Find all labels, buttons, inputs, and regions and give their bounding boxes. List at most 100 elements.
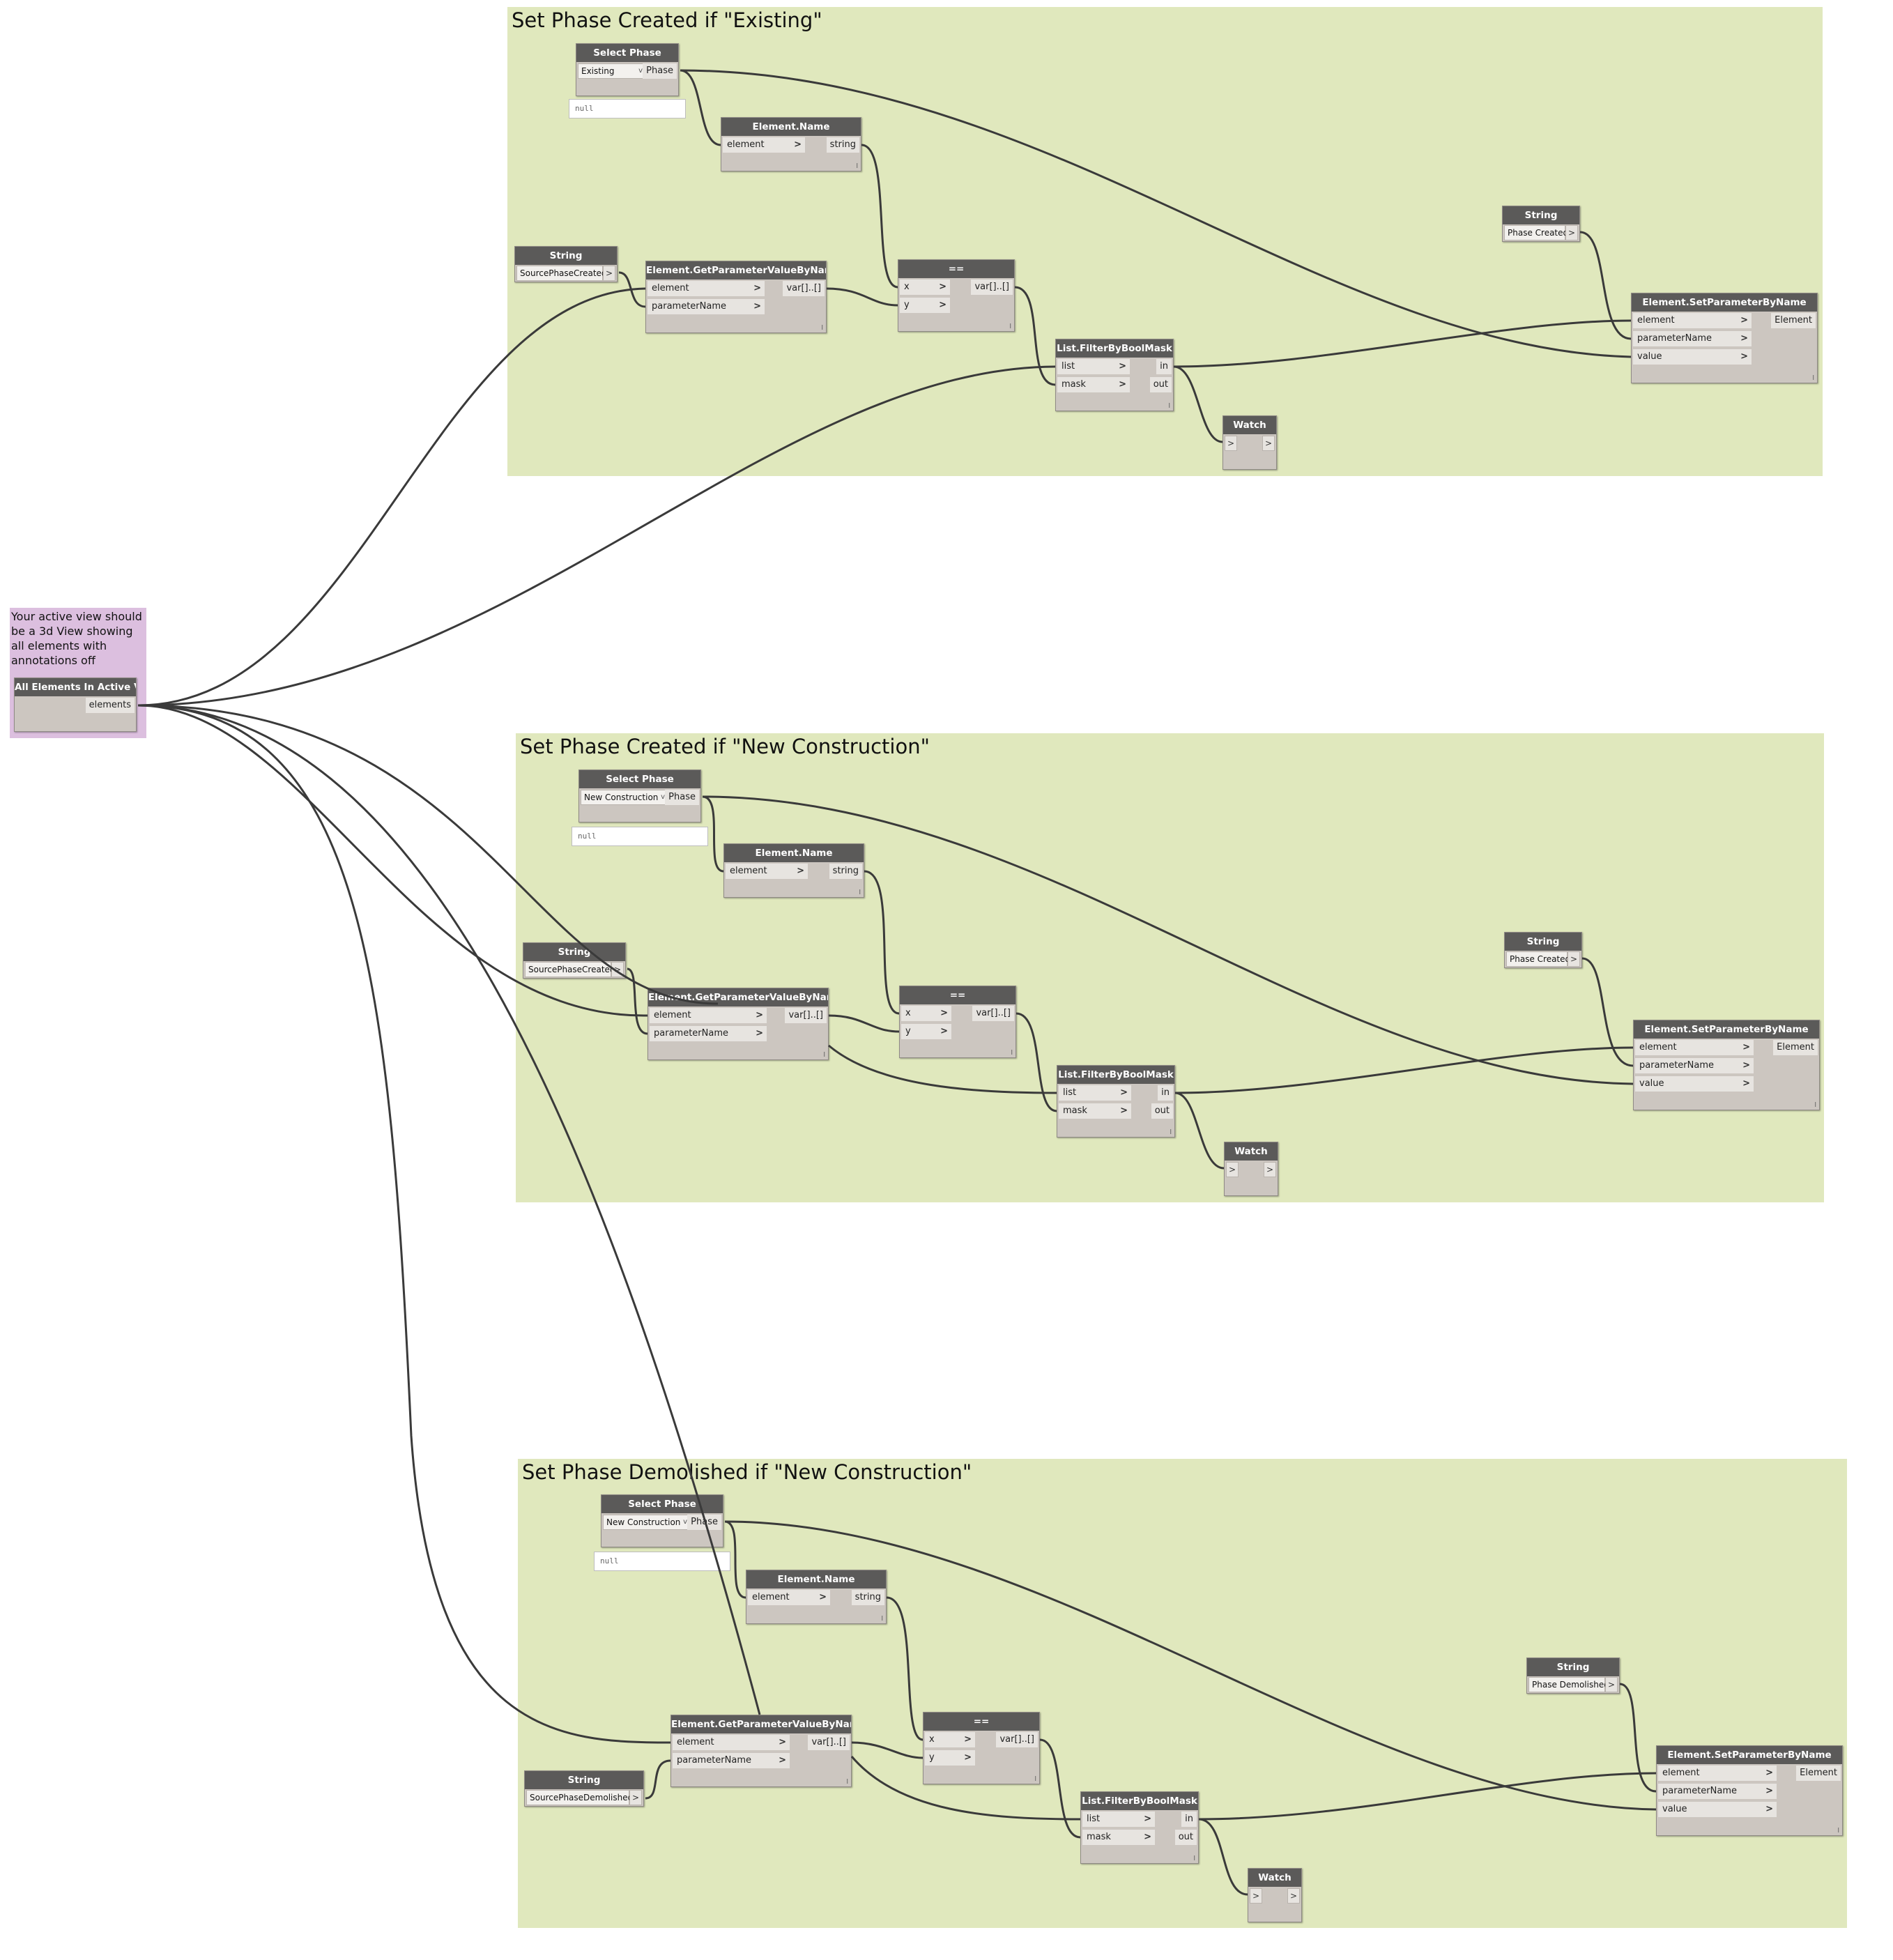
equals-node[interactable]: == x> y> var[]..[] l [899, 986, 1016, 1058]
string-node[interactable]: String Phase Demolished > [1526, 1657, 1620, 1694]
output-port-string[interactable]: string [851, 1590, 884, 1605]
output-port-out[interactable]: out [1151, 1103, 1173, 1119]
phase-dropdown[interactable]: New Construction v [603, 1515, 691, 1530]
output-port-phase[interactable]: Phase [687, 1515, 721, 1530]
input-port-mask[interactable]: mask> [1082, 1830, 1155, 1845]
string-value[interactable]: SourcePhaseCreated [516, 266, 607, 281]
output-port-var[interactable]: var[]..[] [971, 280, 1013, 295]
input-port-element[interactable]: element> [723, 137, 805, 153]
watch-node[interactable]: Watch > > [1248, 1868, 1302, 1922]
input-port-element[interactable]: element> [1658, 1766, 1777, 1781]
input-port-value[interactable]: value> [1658, 1802, 1777, 1817]
string-node[interactable]: String Phase Created > [1502, 206, 1580, 242]
output-port-var[interactable]: var[]..[] [996, 1732, 1038, 1747]
input-port-element[interactable]: element> [726, 864, 808, 879]
watch-input-port[interactable]: > [1250, 1888, 1262, 1904]
output-port-element[interactable]: Element [1771, 313, 1816, 328]
watch-node[interactable]: Watch > > [1224, 1142, 1278, 1196]
phase-dropdown[interactable]: Existing v [578, 63, 646, 79]
output-port-string[interactable]: > [1568, 951, 1580, 967]
input-port-list[interactable]: list> [1057, 359, 1130, 374]
equals-node[interactable]: == x> y> var[]..[] l [898, 259, 1015, 332]
input-port-element[interactable]: element> [650, 1008, 767, 1023]
input-port-parameter-name[interactable]: parameterName> [1633, 331, 1752, 346]
input-port-y[interactable]: y> [901, 1024, 951, 1039]
select-phase-node[interactable]: Select Phase Existing v Phase [576, 43, 679, 96]
output-port-var[interactable]: var[]..[] [972, 1006, 1014, 1021]
watch-input-port[interactable]: > [1225, 436, 1237, 451]
input-port-parameter-name[interactable]: parameterName> [673, 1753, 790, 1768]
input-port-element[interactable]: element> [748, 1590, 830, 1605]
set-parameter-node[interactable]: Element.SetParameterByName element> para… [1631, 293, 1818, 383]
string-value[interactable]: SourcePhaseCreated [525, 962, 615, 977]
output-port-in[interactable]: in [1156, 359, 1172, 374]
get-parameter-node[interactable]: Element.GetParameterValueByName element>… [670, 1715, 852, 1787]
watch-output-port[interactable]: > [1262, 436, 1275, 451]
watch-input-port[interactable]: > [1226, 1162, 1239, 1177]
output-port-var[interactable]: var[]..[] [808, 1735, 850, 1750]
output-port-element[interactable]: Element [1796, 1766, 1841, 1781]
output-port-string[interactable]: > [611, 962, 624, 977]
input-port-y[interactable]: y> [900, 298, 950, 313]
input-port-x[interactable]: x> [901, 1006, 951, 1021]
select-phase-node[interactable]: Select Phase New Construction v Phase [601, 1494, 723, 1547]
string-value[interactable]: Phase Created [1506, 951, 1570, 967]
watch-output-port[interactable]: > [1264, 1162, 1276, 1177]
input-port-element[interactable]: element> [647, 281, 765, 296]
string-node[interactable]: String SourcePhaseDemolished > [524, 1770, 644, 1807]
string-node[interactable]: String SourcePhaseCreated > [523, 942, 626, 979]
output-port-string[interactable]: > [603, 266, 615, 281]
string-value[interactable]: SourcePhaseDemolished [526, 1790, 633, 1805]
equals-node[interactable]: == x> y> var[]..[] l [923, 1712, 1040, 1784]
output-port-in[interactable]: in [1181, 1812, 1197, 1827]
filter-bool-mask-node[interactable]: List.FilterByBoolMask list> mask> in out… [1057, 1065, 1175, 1138]
output-port-in[interactable]: in [1158, 1085, 1173, 1101]
input-port-mask[interactable]: mask> [1059, 1103, 1131, 1119]
element-name-node[interactable]: Element.Name element> string l [746, 1570, 887, 1624]
input-port-y[interactable]: y> [925, 1750, 975, 1766]
all-elements-node[interactable]: All Elements In Active View elements [14, 677, 137, 732]
input-port-parameter-name[interactable]: parameterName> [1658, 1784, 1777, 1799]
output-port-var[interactable]: var[]..[] [783, 281, 825, 296]
output-port-element[interactable]: Element [1773, 1040, 1818, 1055]
input-port-x[interactable]: x> [900, 280, 950, 295]
output-port-string[interactable]: > [1565, 225, 1578, 240]
output-port-string[interactable]: > [629, 1790, 642, 1805]
output-port-out[interactable]: out [1174, 1830, 1197, 1845]
watch-output-port[interactable]: > [1287, 1888, 1300, 1904]
get-parameter-node[interactable]: Element.GetParameterValueByName element>… [647, 988, 829, 1060]
input-port-list[interactable]: list> [1082, 1812, 1155, 1827]
input-port-parameter-name[interactable]: parameterName> [650, 1026, 767, 1041]
input-port-value[interactable]: value> [1635, 1076, 1754, 1092]
get-parameter-node[interactable]: Element.GetParameterValueByName element>… [645, 261, 827, 333]
string-node[interactable]: String SourcePhaseCreated > [514, 246, 618, 282]
output-port-string[interactable]: string [826, 137, 859, 153]
element-name-node[interactable]: Element.Name element> string l [723, 843, 864, 898]
input-port-element[interactable]: element> [1633, 313, 1752, 328]
select-phase-node[interactable]: Select Phase New Construction v Phase [578, 770, 701, 822]
input-port-parameter-name[interactable]: parameterName> [647, 299, 765, 314]
input-port-value[interactable]: value> [1633, 349, 1752, 365]
filter-bool-mask-node[interactable]: List.FilterByBoolMask list> mask> in out… [1080, 1791, 1199, 1864]
phase-dropdown[interactable]: New Construction v [581, 790, 668, 805]
output-port-elements[interactable]: elements [85, 698, 135, 713]
set-parameter-node[interactable]: Element.SetParameterByName element> para… [1656, 1745, 1843, 1836]
input-port-parameter-name[interactable]: parameterName> [1635, 1058, 1754, 1073]
output-port-phase[interactable]: Phase [643, 63, 677, 79]
input-port-list[interactable]: list> [1059, 1085, 1131, 1101]
output-port-var[interactable]: var[]..[] [785, 1008, 827, 1023]
watch-node[interactable]: Watch > > [1223, 415, 1277, 470]
element-name-node[interactable]: Element.Name element> string l [721, 117, 861, 171]
input-port-mask[interactable]: mask> [1057, 377, 1130, 392]
string-value[interactable]: Phase Created [1504, 225, 1568, 240]
input-port-x[interactable]: x> [925, 1732, 975, 1747]
filter-bool-mask-node[interactable]: List.FilterByBoolMask list> mask> in out… [1055, 339, 1174, 411]
output-port-string[interactable]: string [829, 864, 862, 879]
string-node[interactable]: String Phase Created > [1504, 932, 1582, 968]
output-port-string[interactable]: > [1605, 1677, 1618, 1692]
output-port-phase[interactable]: Phase [665, 790, 699, 805]
input-port-element[interactable]: element> [1635, 1040, 1754, 1055]
input-port-element[interactable]: element> [673, 1735, 790, 1750]
output-port-out[interactable]: out [1149, 377, 1172, 392]
string-value[interactable]: Phase Demolished [1528, 1677, 1609, 1692]
